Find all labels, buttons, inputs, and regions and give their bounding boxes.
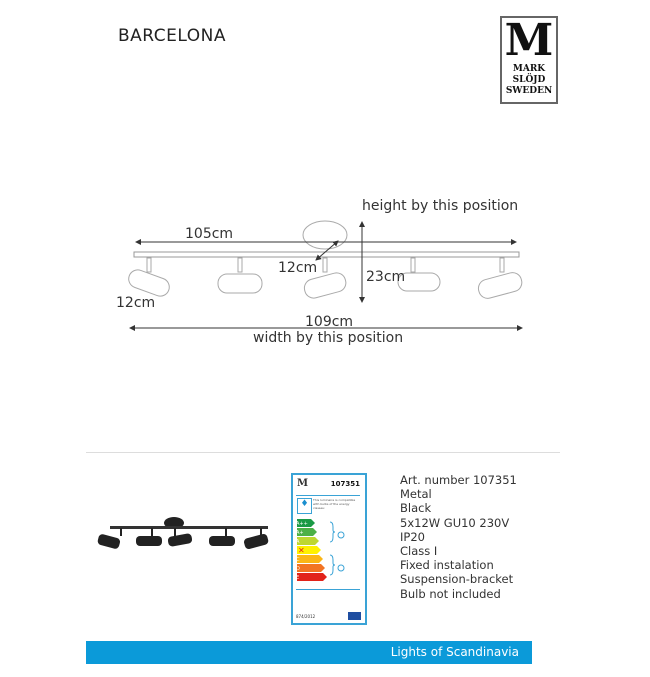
spec-item: Suspension-bracket [400,572,514,587]
svg-text:✕: ✕ [298,546,305,555]
label-text: This luminaire is compatible with bulbs … [313,498,356,510]
spot-length: 12cm [116,295,156,311]
energy-classes: ✕ [297,519,345,581]
spec-item: Metal [400,487,432,502]
spec-item: IP20 [400,529,425,544]
bar [133,251,520,258]
spotlights [128,257,523,299]
spec-item: 5x12W GU10 230V [400,515,510,530]
width-note: width by this position [253,330,404,346]
lamp-icon: ♦ [297,498,312,514]
logo-letter: M [504,15,554,66]
label-article: 107351 [330,480,360,488]
class-label: C [296,557,300,563]
class-label: A+ [296,530,304,536]
class-label: D [296,566,300,572]
total-width: 109cm [305,314,354,330]
logo-line: SLÖJD [512,75,546,85]
regulation: 874/2012 [296,614,316,619]
bar-length: 105cm [185,226,234,242]
class-label: A++ [296,521,308,527]
spec-list: Art. number 107351 Metal Black 5x12W GU1… [400,473,517,601]
energy-class-labels: A++ A+ A B C D E [296,520,308,583]
energy-label: M 107351 ♦ This luminaire is compatible … [291,473,367,625]
product-photo [97,517,269,550]
spec-item: Black [400,501,432,516]
product-title: BARCELONA [118,26,226,46]
height-value: 23cm [366,269,406,285]
logo-line: SWEDEN [505,86,553,96]
spec-item: Art. number 107351 [400,473,517,487]
spec-item: Bulb not included [400,586,501,601]
dimension-drawing [128,220,523,331]
eu-flag-icon [348,612,361,620]
class-label: A [296,539,300,545]
logo-line: MARK [512,64,546,74]
spec-item: Class I [400,544,438,559]
spec-item: Fixed instalation [400,558,494,573]
footer-banner: Lights of Scandinavia [86,641,532,664]
ceiling-base [302,220,348,250]
banner-text: Lights of Scandinavia [390,645,519,659]
label-logo: M [297,478,309,489]
class-label: E [296,575,300,581]
height-note: height by this position [362,198,519,214]
brand-logo: M MARK SLÖJD SWEDEN [500,16,558,104]
base-diameter: 12cm [278,260,318,276]
divider [86,452,560,453]
